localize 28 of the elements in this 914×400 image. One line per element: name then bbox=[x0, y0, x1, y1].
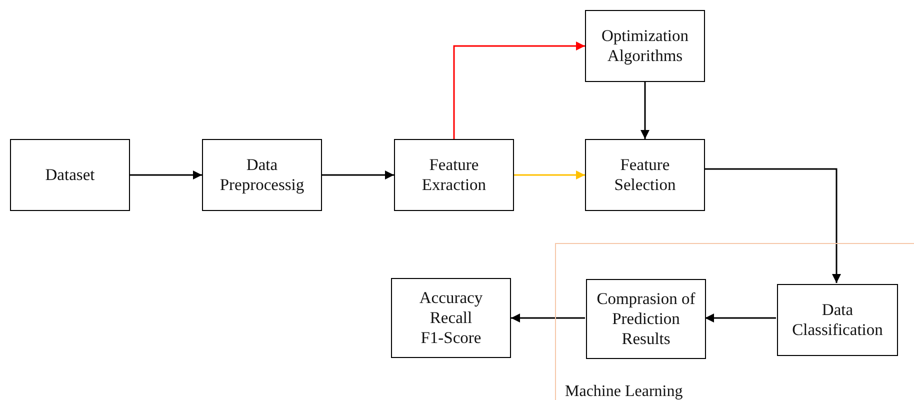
box-label: Feature Exraction bbox=[420, 155, 488, 195]
arrow bbox=[640, 82, 650, 139]
box-label: F1-Score bbox=[420, 328, 482, 348]
arrow bbox=[705, 168, 841, 283]
box-label: Data Preprocessig bbox=[218, 155, 306, 195]
box-label: Dataset bbox=[45, 165, 95, 185]
group-label: Machine Learning bbox=[565, 383, 683, 400]
process-box bbox=[202, 139, 322, 211]
process-box bbox=[777, 284, 898, 356]
process-box bbox=[391, 278, 511, 358]
arrow bbox=[705, 314, 776, 322]
process-box bbox=[586, 279, 706, 359]
box-label: Accuracy bbox=[419, 288, 483, 308]
box-label: Recall bbox=[430, 308, 472, 328]
arrow bbox=[514, 170, 585, 180]
box-label: Feature Selection bbox=[613, 155, 677, 195]
box-label: Data Classification bbox=[791, 300, 884, 340]
box-label: Comprasion of Prediction Results bbox=[596, 289, 696, 349]
arrow bbox=[322, 170, 394, 180]
process-box bbox=[10, 139, 130, 211]
process-box bbox=[585, 10, 705, 82]
process-box bbox=[394, 139, 514, 211]
box-label: Optimization Algorithms bbox=[600, 26, 690, 66]
group-region bbox=[555, 243, 914, 400]
arrow bbox=[511, 314, 585, 322]
arrow bbox=[130, 170, 202, 180]
process-box bbox=[585, 139, 705, 211]
arrow bbox=[453, 42, 585, 139]
